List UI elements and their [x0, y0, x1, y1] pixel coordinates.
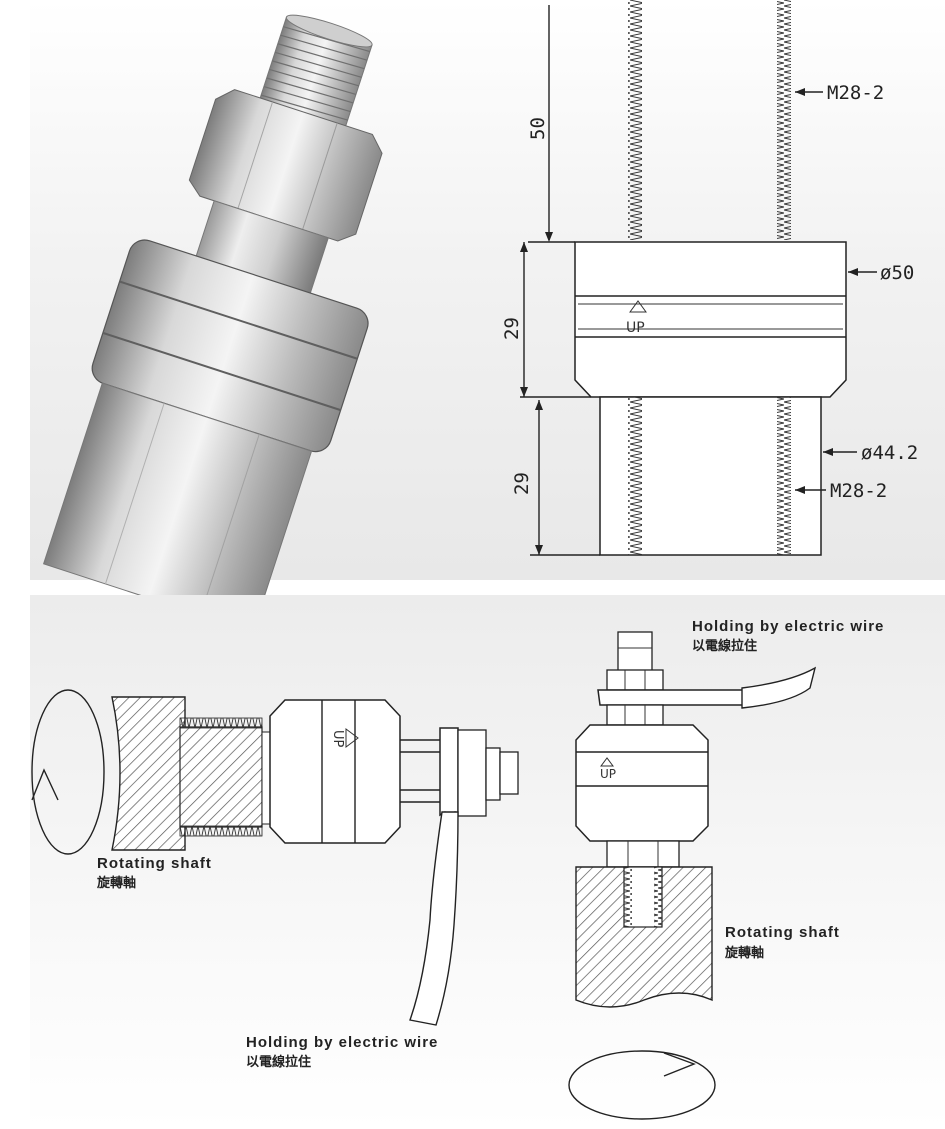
lower-thread-right: [777, 397, 791, 555]
lower-thread-left: [628, 397, 642, 555]
dim-top-length: 50: [527, 117, 549, 140]
v-shaft-label-en: Rotating shaft: [725, 924, 840, 941]
logo-text-horizontal: UP: [330, 730, 345, 748]
upper-thread-left: [628, 0, 642, 240]
dim-body-diameter: ø50: [880, 262, 914, 284]
dim-lower-diameter: ø44.2: [861, 442, 918, 464]
sensor-body-horizontal: [269, 699, 401, 844]
upper-thread-right: [777, 0, 791, 240]
vertical-install-diagram: UP Holding by electric wire 以電線拉住 Rotati…: [568, 618, 884, 1120]
h-wire-label-zh: 以電線拉住: [246, 1054, 311, 1070]
h-shaft-label-en: Rotating shaft: [97, 855, 212, 872]
dim-top-thread: M28-2: [827, 82, 884, 104]
v-wire-label-zh: 以電線拉住: [692, 638, 757, 654]
electric-wire-vertical: [741, 666, 817, 709]
dimension-drawing: UP 50 M28-2 ø50 29 29 ø44.2 M28-2: [501, 0, 918, 556]
sensor-body-vertical: [575, 724, 709, 842]
dim-lower-thread: M28-2: [830, 480, 887, 502]
rotating-shaft-vertical: [575, 866, 713, 1008]
dim-body-height: 29: [501, 317, 523, 340]
logo-text-vertical: UP: [600, 767, 616, 781]
dim-lower-height: 29: [511, 472, 533, 495]
h-shaft-label-zh: 旋轉軸: [96, 875, 136, 891]
sensor-body-outline: [574, 241, 847, 398]
rotation-arrow-left: [31, 689, 105, 855]
electric-wire-horizontal: [409, 811, 459, 1026]
up-logo: UP: [626, 300, 647, 336]
product-photo: [42, 14, 383, 633]
h-wire-label-en: Holding by electric wire: [246, 1034, 438, 1051]
v-shaft-label-zh: 旋轉軸: [724, 945, 764, 961]
v-wire-label-en: Holding by electric wire: [692, 618, 884, 635]
logo-text: UP: [626, 320, 645, 336]
rotating-shaft-horizontal: [111, 696, 186, 851]
horizontal-install-diagram: UP Rotating shaft 旋轉軸 Holding by electri…: [31, 689, 519, 1070]
rotation-arrow-bottom: [568, 1050, 716, 1120]
